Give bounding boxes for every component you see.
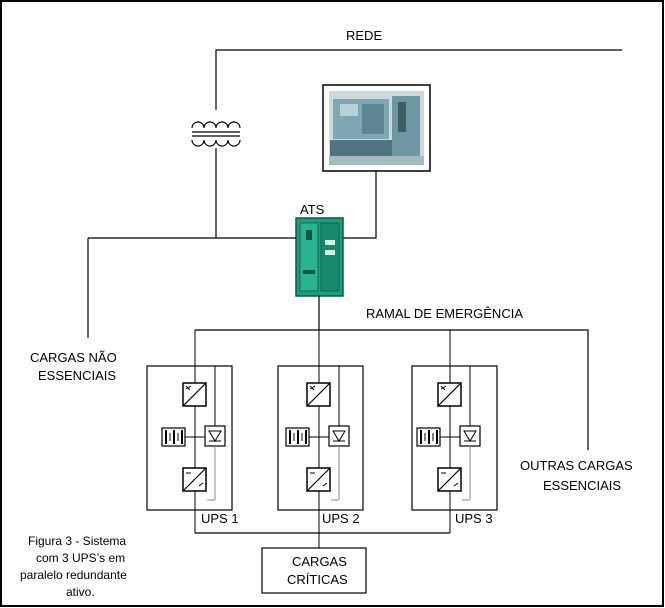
outras-cargas-label-2: ESSENCIAIS [543,478,621,493]
ups-unit: UPS 2 [277,330,364,548]
figure-caption-line-2: com 3 UPS’s em [36,551,125,565]
outras-cargas-label-1: OUTRAS CARGAS [520,458,633,473]
generator-to-ats-line [342,171,377,239]
battery-icon [416,427,441,447]
cargas-nao-essenciais-label-2: ESSENCIAIS [38,368,116,383]
battery-icon [285,427,310,447]
static-switch-icon [327,366,350,501]
ups-box [277,365,364,511]
generator-photo [322,84,431,172]
cargas-criticas-label-1: CARGAS [292,554,347,569]
battery-icon [161,427,186,447]
ups-label: UPS 3 [455,511,493,526]
ups-box [146,365,233,511]
cargas-criticas-box [261,547,367,594]
ats-panel [295,217,344,297]
static-switch-icon [203,366,226,501]
ups-box [411,365,498,511]
figure-caption-line-4: ativo. [66,585,95,599]
figure-caption-line-1: Figura 3 - Sistema [28,534,126,548]
rede-line [215,49,622,110]
ramal-emergencia-label: RAMAL DE EMERGÊNCIA [366,306,523,321]
figure-caption-line-3: paralelo redundante [20,568,127,582]
ups-unit: UPS 1 [146,330,239,533]
cargas-criticas-label-2: CRÍTICAS [287,572,348,587]
ats-label: ATS [300,202,325,217]
ups-unit: UPS 3 [411,330,498,533]
rede-label: REDE [346,28,382,43]
ramal-emergencia-bus [195,329,589,450]
transformer-icon [191,121,241,147]
cargas-nao-essenciais-label-1: CARGAS NÃO [30,350,117,365]
ups-label: UPS 1 [201,511,239,526]
ups-label: UPS 2 [322,511,360,526]
static-switch-icon [458,366,481,501]
